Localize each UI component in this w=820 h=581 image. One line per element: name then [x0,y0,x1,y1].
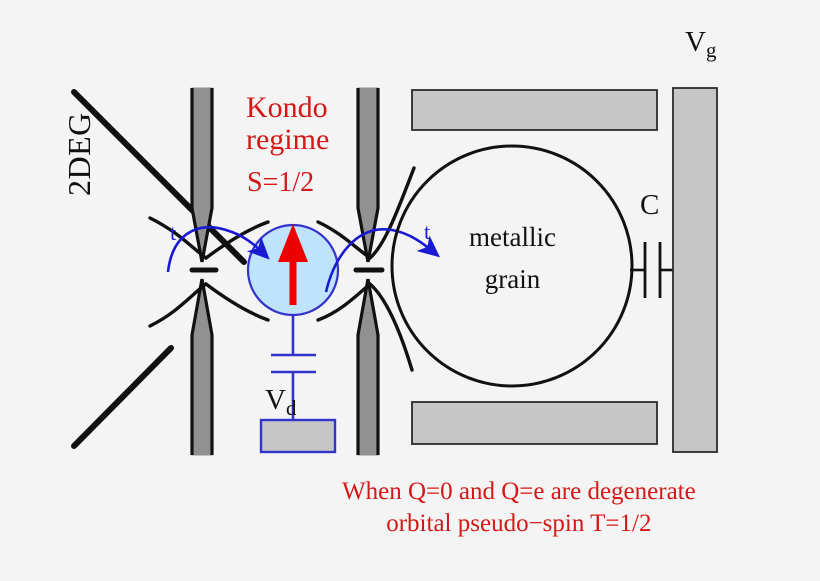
qpc-left-upper-curve [148,216,270,261]
left-gate-upper-outline [190,88,204,263]
spin-arrow-icon [278,224,308,305]
vd-electrode [259,418,337,454]
left-gate-lower-outline-right [200,278,214,455]
right-gate-lower-outline-right [366,278,380,455]
tunnel-arrow-right [324,228,440,293]
vg-electrode [672,87,718,453]
tunnel-arrow-left [166,226,270,273]
left-gate-upper-outline-right [200,88,214,263]
left-gate-lower-outline [190,278,204,455]
right-gate-upper-outline [356,88,370,263]
right-gate-lower-outline [356,278,370,455]
left-gate-upper [191,87,213,263]
left-gate-lower [191,278,213,456]
twodeg-line [71,89,247,265]
right-gate-upper-outline-right [366,88,380,263]
qpc-left-lower-curve [148,281,270,328]
qpc-right-lower-curve [316,281,414,372]
metallic-grain-circle [390,144,634,388]
bottom-light-gate [411,401,658,445]
top-light-gate [411,89,658,131]
qpc-right-upper-curve [316,166,416,261]
twodeg-line-lower [71,345,174,449]
right-gate-lower [357,278,379,456]
